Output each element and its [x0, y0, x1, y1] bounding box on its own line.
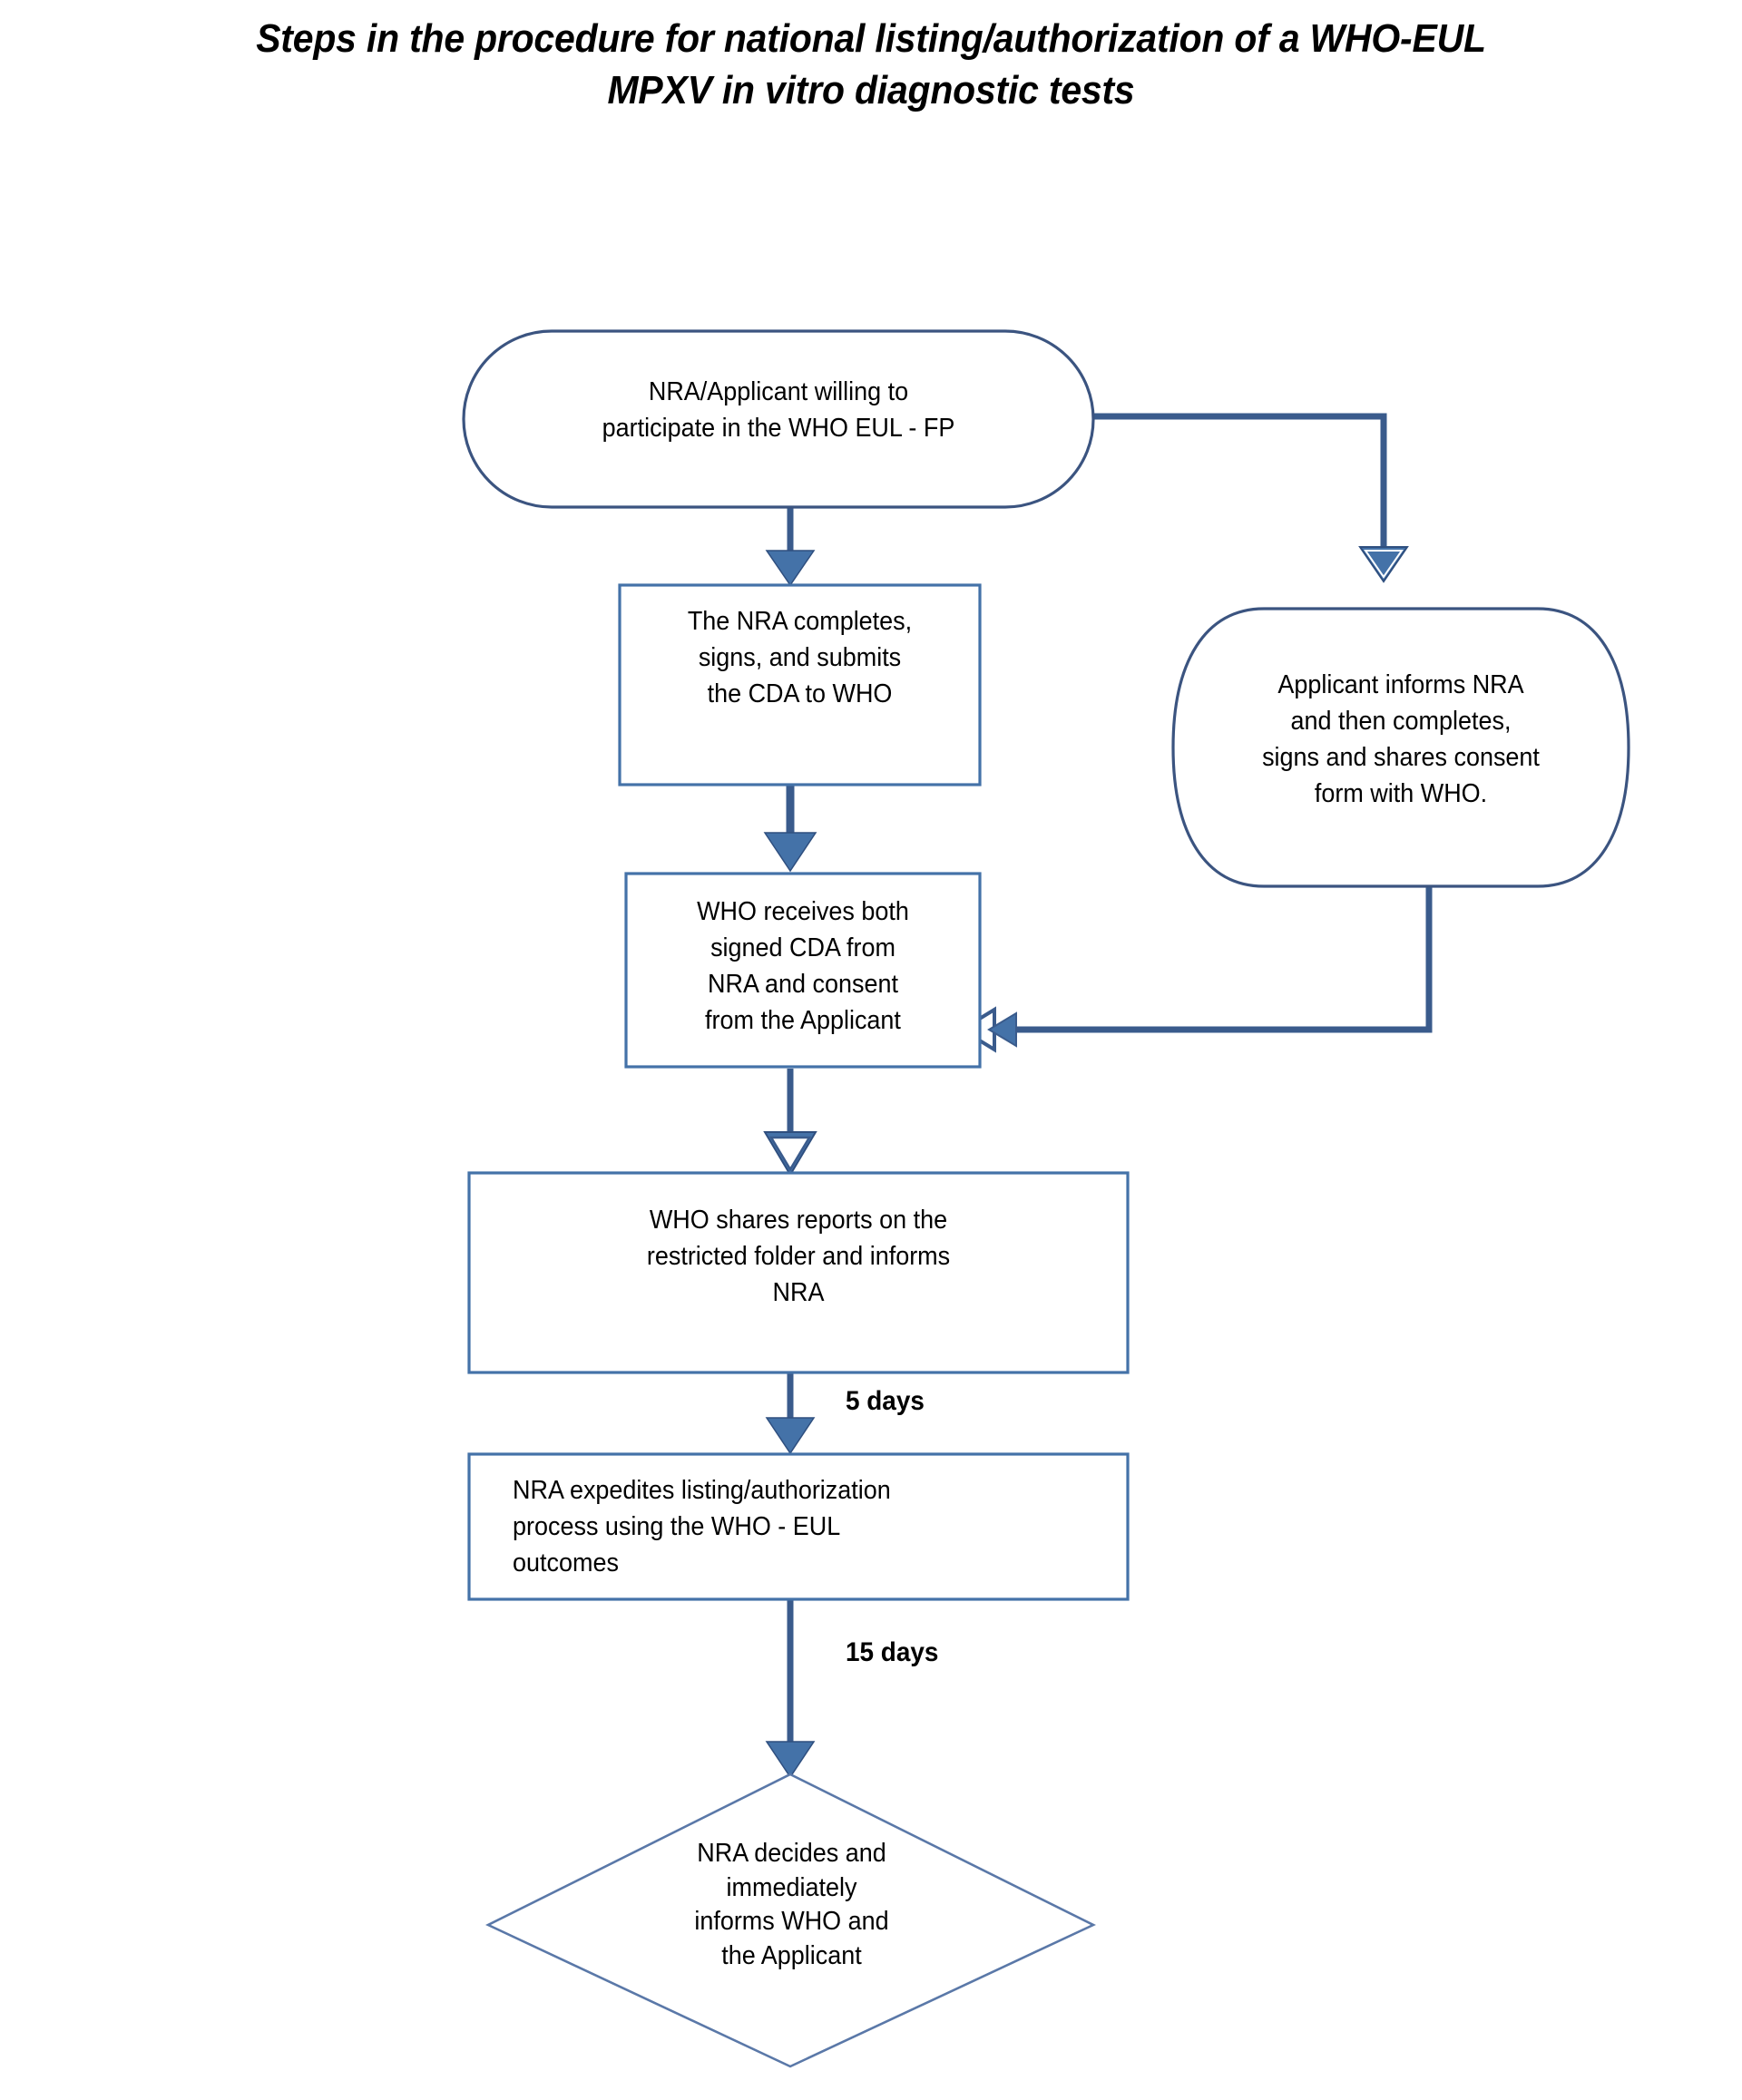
node-n6-label: NRA expedites listing/authorization proc…	[513, 1476, 891, 1578]
node-n1-shape[interactable]	[462, 329, 1095, 509]
page-title-line-1: Steps in the procedure for national list…	[256, 16, 1486, 61]
connector-n4-to-n5	[763, 1069, 817, 1177]
page-title-line-2: MPXV in vitro diagnostic tests	[607, 68, 1135, 113]
node-n3-shape[interactable]	[1171, 607, 1630, 888]
node-n7-shape[interactable]	[485, 1773, 1096, 2068]
node-n4-shape[interactable]	[624, 872, 982, 1069]
edge-label-15-days: 15 days	[846, 1637, 939, 1667]
node-n1-label: NRA/Applicant willing to participate in …	[602, 377, 955, 444]
connector-n1-to-n3	[1093, 413, 1409, 583]
connector-n2-to-n4	[763, 782, 817, 873]
page-title: Steps in the procedure for national list…	[61, 13, 1681, 116]
connector-n3-to-n4	[958, 886, 1433, 1053]
connector-n6-to-n7	[765, 1598, 816, 1779]
node-n5-label: WHO shares reports on the restricted fol…	[646, 1206, 951, 1308]
node-n5-shape[interactable]	[467, 1171, 1130, 1374]
node-n6-shape[interactable]	[467, 1452, 1130, 1601]
connector-n5-to-n6	[765, 1372, 816, 1455]
node-n4-label: WHO receives both signed CDA from NRA an…	[697, 897, 909, 1036]
node-n2-shape[interactable]	[618, 583, 982, 786]
node-n3-label: Applicant informs NRA and then completes…	[1262, 670, 1540, 809]
connector-n1-to-n2	[765, 508, 816, 587]
node-n2-label: The NRA completes, signs, and submits th…	[687, 607, 913, 709]
edge-label-5-days: 5 days	[846, 1386, 925, 1416]
node-n7-label: NRA decides and immediately informs WHO …	[694, 1839, 889, 1971]
